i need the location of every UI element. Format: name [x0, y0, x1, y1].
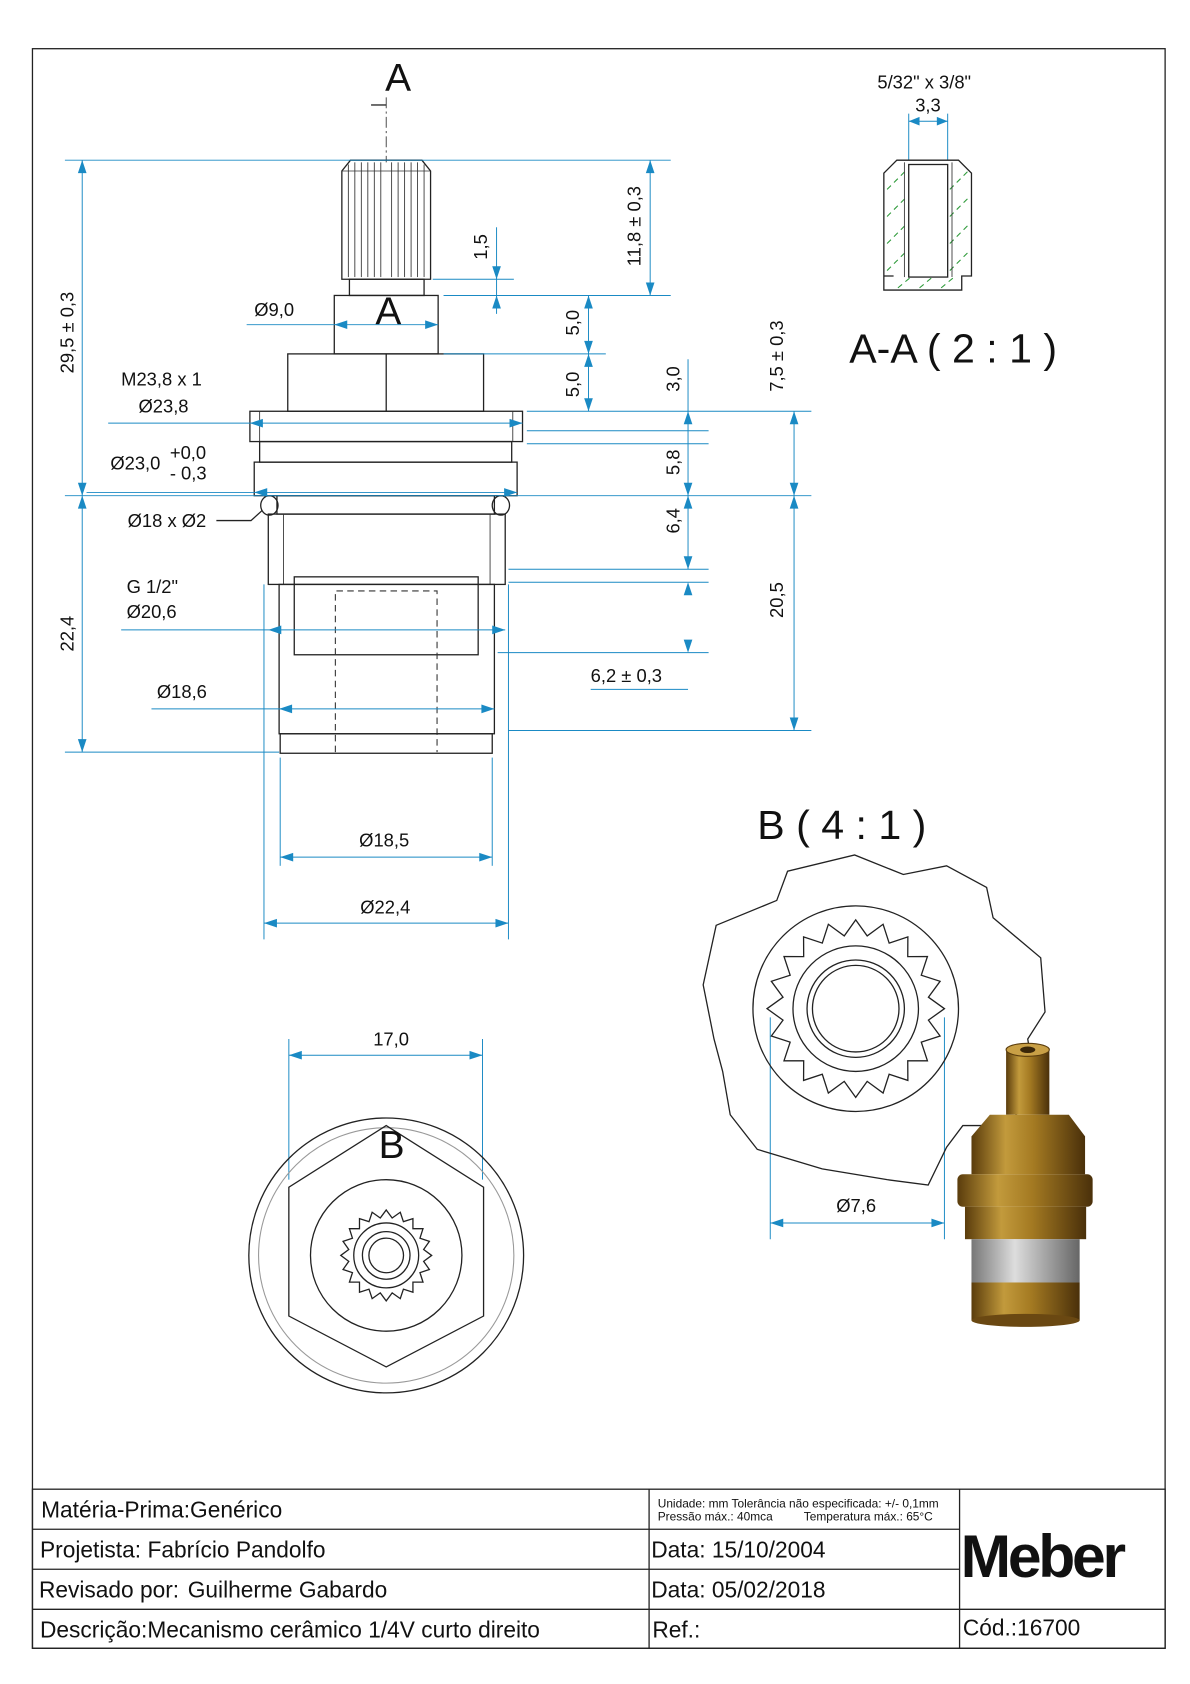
- dim-spline-height: 11,8 ± 0,3: [623, 186, 644, 266]
- code-label: Cód.:: [963, 1614, 1017, 1640]
- reviewer-label: Revisado por:: [39, 1576, 179, 1602]
- svg-text:Descrição:Mecanismo cerâmico 1: Descrição:Mecanismo cerâmico 1/4V curto …: [40, 1616, 540, 1642]
- code-value: 16700: [1017, 1614, 1080, 1640]
- dim-hex-height: 5,0: [562, 372, 583, 398]
- dim-upper-ref: 7,5 ± 0,3: [766, 320, 787, 391]
- notes-line1: Unidade: mm Tolerância não especificada:…: [658, 1497, 939, 1511]
- reviewer-value: Guilherme Gabardo: [188, 1576, 387, 1602]
- drawing-border: [31, 48, 1166, 1649]
- dim-overall-height: 29,5 ± 0,3: [57, 292, 78, 374]
- title-block: Matéria-Prima:Genérico Unidade: mm Toler…: [31, 1488, 1166, 1649]
- dim-tol-minus: - 0,3: [170, 462, 207, 483]
- dim-d7-6: Ø7,6: [836, 1195, 876, 1216]
- dim-d23-8: Ø23,8: [138, 395, 188, 416]
- dim-bore: 3,3: [915, 94, 941, 115]
- dim-tol-plus: +0,0: [170, 442, 206, 463]
- spline-teeth: [765, 918, 946, 1099]
- svg-text:Matéria-Prima:Genérico: Matéria-Prima:Genérico: [41, 1496, 282, 1522]
- dimension-labels: 29,5 ± 0,3 22,4 11,8 ± 0,3 1,5 5,0 5,0 3…: [57, 72, 972, 1216]
- detail-b: B ( 4 : 1 ): [702, 802, 1046, 1186]
- svg-text:Cód.:16700: Cód.:16700: [963, 1614, 1080, 1640]
- material-label: Matéria-Prima:: [41, 1496, 190, 1522]
- section-mark-top: A: [385, 57, 411, 100]
- dim-ring: 5,8: [662, 450, 683, 476]
- section-mark-mid: A: [375, 291, 401, 334]
- dim-oring-zone: 6,4: [662, 508, 683, 534]
- dim-lower-height: 22,4: [57, 616, 78, 652]
- detail-mark: B: [379, 1124, 405, 1167]
- description-value: Mecanismo cerâmico 1/4V curto direito: [147, 1616, 540, 1642]
- dim-lower-ref: 20,5: [766, 582, 787, 618]
- dim-d22-4: Ø22,4: [360, 896, 410, 917]
- dim-flange: 3,0: [662, 366, 683, 392]
- ref-label: Ref.:: [652, 1616, 700, 1642]
- product-render: [957, 1042, 1093, 1327]
- designer-value: Fabrício Pandolfo: [148, 1536, 326, 1562]
- designer-label: Projetista:: [40, 1536, 141, 1562]
- bottom-view: B: [248, 1117, 525, 1394]
- dim-neck-height: 5,0: [562, 310, 583, 336]
- dim-d18-6: Ø18,6: [157, 681, 207, 702]
- brand-logo: Meber: [961, 1522, 1126, 1590]
- description-label: Descrição:: [40, 1616, 147, 1642]
- dimension-lines: [64, 113, 949, 1240]
- dim-g-thread: G 1/2": [127, 576, 178, 597]
- date-revised: Data: 05/02/2018: [651, 1576, 825, 1602]
- dim-d23-0: Ø23,0: [110, 453, 160, 474]
- dim-hex-flat: 17,0: [373, 1028, 409, 1049]
- dim-d9: Ø9,0: [254, 299, 294, 320]
- notes-temperature: Temperatura máx.: 65°C: [804, 1510, 933, 1524]
- date-created: Data: 15/10/2004: [651, 1536, 825, 1562]
- dim-thread-len: 6,2 ± 0,3: [591, 665, 662, 686]
- dim-spline-step: 1,5: [470, 234, 491, 260]
- detail-title: B ( 4 : 1 ): [757, 802, 926, 848]
- dim-thread-m: M23,8 x 1: [121, 368, 202, 389]
- dim-spline-spec: 5/32" x 3/8": [877, 72, 971, 93]
- section-title: A-A ( 2 : 1 ): [849, 326, 1057, 372]
- section-a-a: A-A ( 2 : 1 ): [849, 159, 1057, 372]
- dim-d18-5: Ø18,5: [359, 829, 409, 850]
- material-value: Genérico: [190, 1496, 282, 1522]
- notes-pressure: Pressão máx.: 40mca: [658, 1510, 773, 1524]
- dim-d20-6: Ø20,6: [127, 601, 177, 622]
- front-view: A A: [249, 57, 524, 754]
- svg-text:Revisado por:Guilherme Gabardo: Revisado por: Guilherme Gabardo: [39, 1576, 387, 1602]
- svg-text:Projetista:Fabrício Pandolfo: Projetista: Fabrício Pandolfo: [40, 1536, 326, 1562]
- dim-oring: Ø18 x Ø2: [128, 510, 207, 531]
